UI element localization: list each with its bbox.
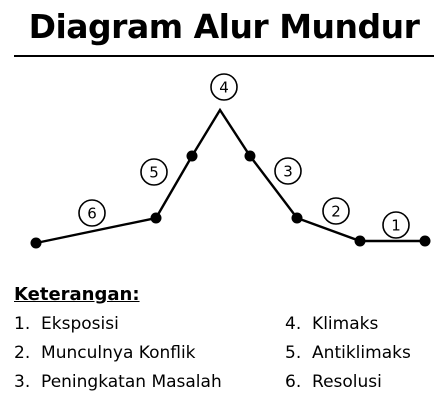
legend-label: Peningkatan Masalah (41, 372, 222, 392)
plot-point (244, 150, 256, 162)
stage-marker-3: 3 (274, 157, 302, 185)
stage-marker-5: 5 (140, 158, 168, 186)
stage-number: 6 (87, 205, 97, 223)
legend-item: 4. Klimaks (285, 314, 378, 334)
legend-number: 1. (14, 314, 31, 334)
plot-point (150, 212, 162, 224)
plot-points (30, 150, 431, 249)
stage-number: 5 (149, 164, 159, 182)
plot-point (419, 235, 431, 247)
plot-line (35, 107, 425, 245)
legend-label: Antiklimaks (312, 343, 411, 363)
legend-label: Eksposisi (41, 314, 119, 334)
stage-marker-2: 2 (322, 197, 350, 225)
legend-item: 2. Munculnya Konflik (14, 343, 196, 363)
legend-label: Resolusi (312, 372, 382, 392)
plot-point (30, 237, 42, 249)
legend-item: 6. Resolusi (285, 372, 382, 392)
stage-marker-1: 1 (382, 211, 410, 239)
stage-number: 3 (283, 163, 293, 181)
plot-point (354, 235, 366, 247)
legend-number: 4. (285, 314, 302, 334)
legend-title: Keterangan: (14, 284, 140, 305)
stage-marker-4: 4 (210, 73, 238, 101)
legend-number: 3. (14, 372, 31, 392)
stage-marker-6: 6 (78, 199, 106, 227)
title-underline (14, 55, 434, 57)
plot-point (186, 150, 198, 162)
legend-number: 6. (285, 372, 302, 392)
legend-label: Klimaks (312, 314, 379, 334)
legend-number: 2. (14, 343, 31, 363)
legend-label: Munculnya Konflik (41, 343, 196, 363)
legend-number: 5. (285, 343, 302, 363)
stage-number: 1 (391, 217, 401, 235)
legend-item: 5. Antiklimaks (285, 343, 411, 363)
plot-point (291, 212, 303, 224)
page-title: Diagram Alur Mundur (28, 7, 420, 46)
stage-number: 4 (219, 79, 229, 97)
stage-number: 2 (331, 203, 341, 221)
legend-item: 3. Peningkatan Masalah (14, 372, 222, 392)
legend-item: 1. Eksposisi (14, 314, 119, 334)
